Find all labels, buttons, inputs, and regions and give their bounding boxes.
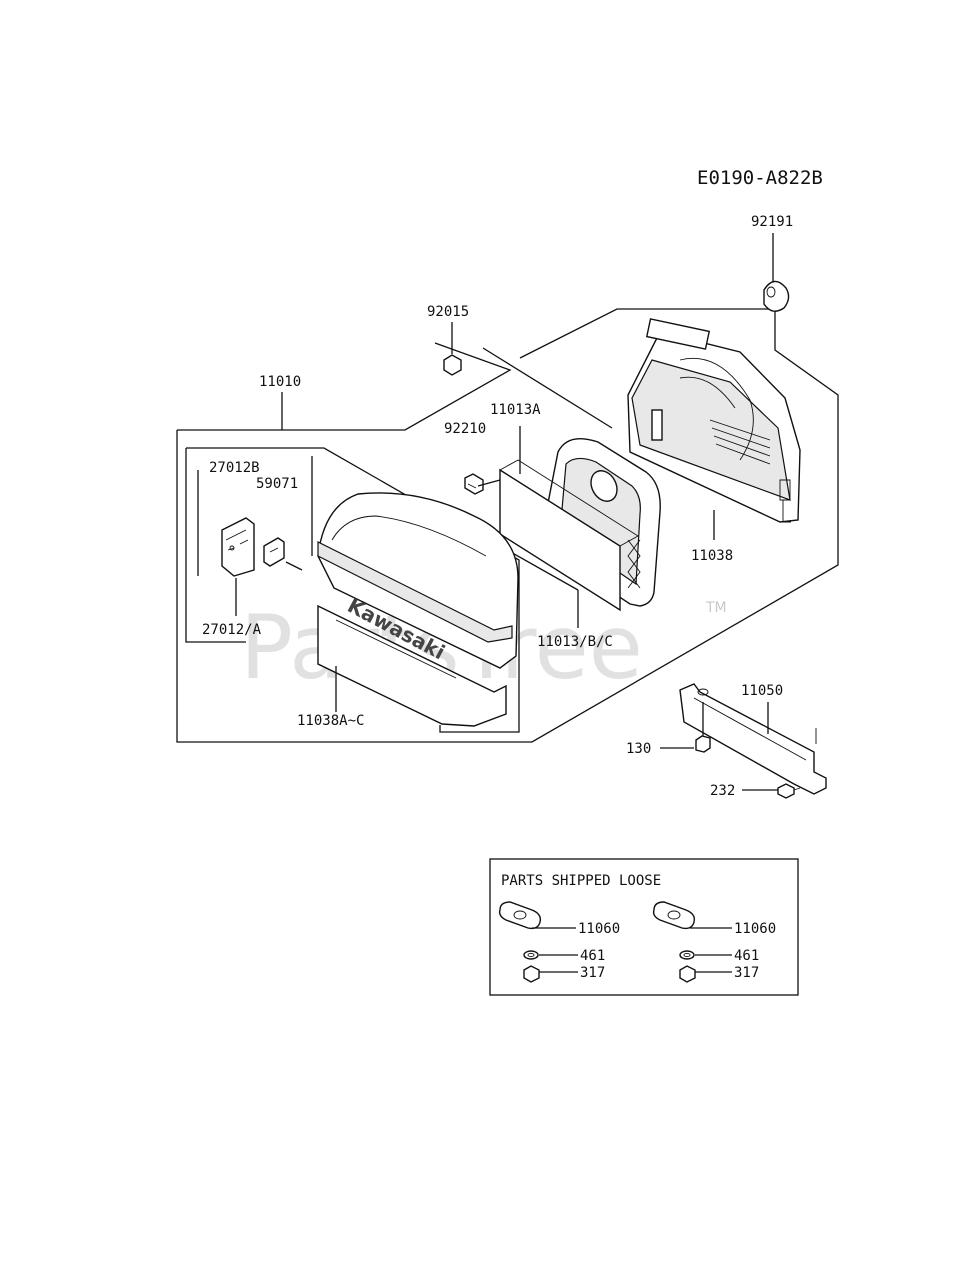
washer-part-461-right[interactable] <box>679 950 695 960</box>
gasket-part-11060-right[interactable] <box>652 901 696 930</box>
label-11060-right: 11060 <box>734 921 776 937</box>
sub-assembly-outline <box>186 447 520 733</box>
bolt-part-130[interactable] <box>695 735 711 753</box>
assembly-outline <box>177 342 512 431</box>
bracket-part-11050[interactable] <box>679 683 827 795</box>
sub-assembly-outline-left <box>185 448 246 643</box>
label-59071: 59071 <box>256 476 298 492</box>
nut-part-317-right[interactable] <box>679 965 696 983</box>
label-317-right: 317 <box>734 965 759 981</box>
assembly-outline-back <box>176 308 839 743</box>
label-11060-left: 11060 <box>578 921 620 937</box>
label-92191: 92191 <box>751 214 793 230</box>
case-guide-line <box>482 347 613 429</box>
diagram-code: E0190-A822B <box>697 167 823 189</box>
label-11013bc: 11013/B/C <box>537 634 613 650</box>
label-11050: 11050 <box>741 683 783 699</box>
label-461-left: 461 <box>580 948 605 964</box>
label-11010: 11010 <box>259 374 301 390</box>
loose-box-title: PARTS SHIPPED LOOSE <box>501 873 661 889</box>
air-cleaner-case-11038[interactable] <box>627 318 801 523</box>
nut-part-317-left[interactable] <box>523 965 540 983</box>
filter-element-11013[interactable] <box>499 438 661 612</box>
gasket-part-11060-left[interactable] <box>498 901 542 930</box>
label-11013a: 11013A <box>490 402 541 418</box>
clip-part-92191[interactable] <box>763 280 790 312</box>
label-11038ac: 11038A~C <box>297 713 364 729</box>
label-27012b: 27012B <box>209 460 260 476</box>
label-11038: 11038 <box>691 548 733 564</box>
label-92210: 92210 <box>444 421 486 437</box>
latch-bracket-27012[interactable] <box>221 517 255 577</box>
air-cleaner-cover-11038a[interactable]: Kawasaki <box>317 492 519 727</box>
label-130: 130 <box>626 741 651 757</box>
washer-part-461-left[interactable] <box>523 950 539 960</box>
nut-part-92015[interactable] <box>443 354 462 376</box>
label-317-left: 317 <box>580 965 605 981</box>
watermark-tm: TM <box>705 600 727 616</box>
label-232: 232 <box>710 783 735 799</box>
label-92015: 92015 <box>427 304 469 320</box>
parts-shipped-loose-box: PARTS SHIPPED LOOSE 11060 461 317 11060 <box>489 858 799 996</box>
label-27012a: 27012/A <box>202 622 262 638</box>
latch-spring-59071[interactable] <box>263 537 285 567</box>
label-461-right: 461 <box>734 948 759 964</box>
screw-part-232[interactable] <box>777 783 801 799</box>
clip-part-92210[interactable] <box>464 473 484 495</box>
